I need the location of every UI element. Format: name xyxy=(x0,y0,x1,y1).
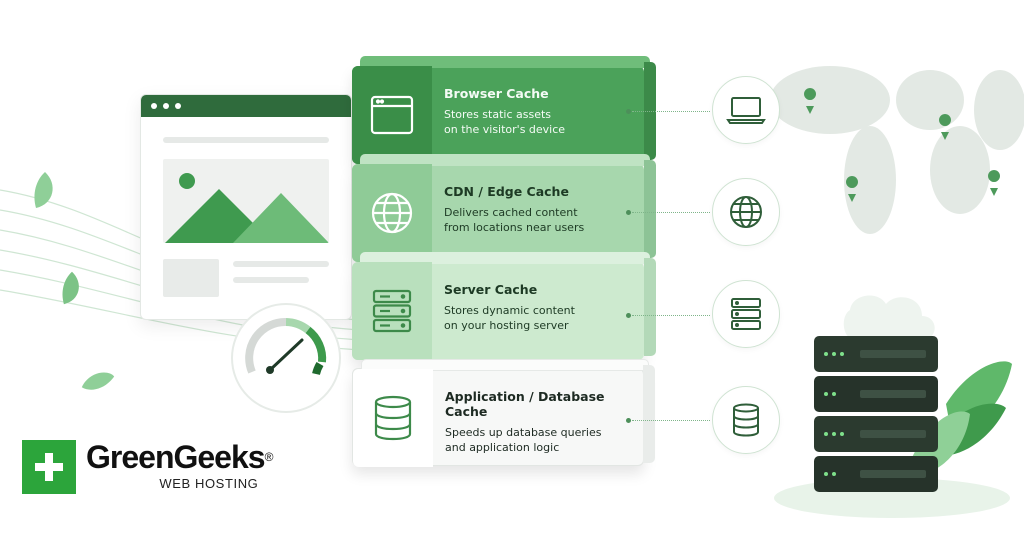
connector-dot xyxy=(626,210,631,215)
placeholder-line xyxy=(233,277,309,283)
leaf-icon xyxy=(62,271,79,305)
browser-titlebar xyxy=(141,95,351,117)
layer-description: on your hosting server xyxy=(444,319,569,332)
cache-layer-database: Application / Database Cache Speeds up d… xyxy=(352,359,655,467)
cache-layer-browser: Browser Cache Stores static assets on th… xyxy=(352,56,656,164)
laptop-icon xyxy=(712,76,780,144)
speedometer-icon xyxy=(231,303,341,413)
cache-layer-cdn: CDN / Edge Cache Delivers cached content… xyxy=(352,154,656,262)
plus-logo-icon xyxy=(22,440,76,494)
layer-description: Stores static assets xyxy=(444,108,552,121)
registered-mark: ® xyxy=(264,450,274,464)
server-icon xyxy=(712,280,780,348)
window-dot xyxy=(163,103,169,109)
connector-dot xyxy=(626,418,631,423)
map-pins xyxy=(804,88,1001,202)
layer-title: Server Cache xyxy=(444,282,538,297)
connector-line xyxy=(632,111,710,112)
layer-title: Application / Database Cache xyxy=(445,389,605,419)
layer-title: CDN / Edge Cache xyxy=(444,184,569,199)
window-dot xyxy=(151,103,157,109)
layer-description: Speeds up database queries xyxy=(445,426,602,439)
image-placeholder xyxy=(163,159,329,243)
connector-line xyxy=(632,315,710,316)
layer-description: Stores dynamic content xyxy=(444,304,575,317)
browser-window-icon xyxy=(352,66,432,164)
greengeeks-logo: GreenGeeks® WEB HOSTING xyxy=(22,439,274,494)
leaf-icon xyxy=(34,172,53,208)
layer-description: on the visitor's device xyxy=(444,123,566,136)
cache-layer-server: Server Cache Stores dynamic content on y… xyxy=(352,252,656,360)
database-icon xyxy=(712,386,780,454)
server-unit xyxy=(814,336,938,492)
layer-description: and application logic xyxy=(445,441,560,454)
world-map xyxy=(770,66,1024,234)
database-icon xyxy=(353,369,433,467)
connector-dot xyxy=(626,313,631,318)
connector-dot xyxy=(626,109,631,114)
brand-name: GreenGeeks® xyxy=(86,439,274,475)
leaf-icon xyxy=(81,372,115,390)
window-dot xyxy=(175,103,181,109)
layer-title: Browser Cache xyxy=(444,86,549,101)
placeholder-line xyxy=(163,137,329,143)
layer-description: Delivers cached content xyxy=(444,206,578,219)
browser-window-illustration xyxy=(140,94,352,320)
layer-description: from locations near users xyxy=(444,221,585,234)
server-icon xyxy=(352,262,432,360)
mountain-image-icon xyxy=(165,173,329,243)
brand-subtitle: WEB HOSTING xyxy=(159,476,259,491)
globe-icon xyxy=(712,178,780,246)
server-rack-illustration xyxy=(774,295,1012,518)
connector-line xyxy=(632,420,710,421)
placeholder-line xyxy=(233,261,329,267)
thumbnail-placeholder xyxy=(163,259,219,297)
globe-icon xyxy=(352,164,432,262)
connector-line xyxy=(632,212,710,213)
